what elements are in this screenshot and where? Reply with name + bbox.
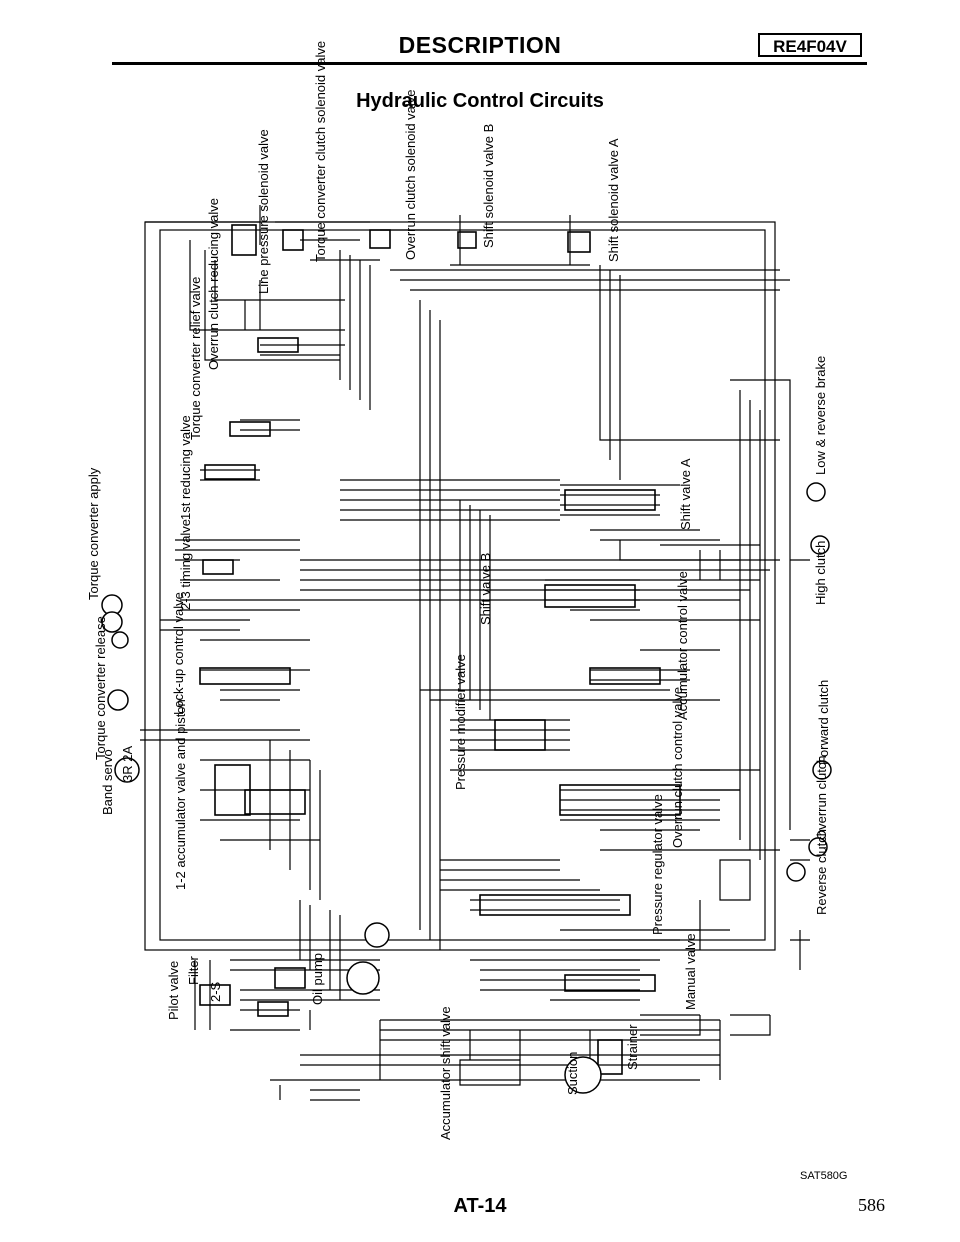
label-shift-valve-b: Shift valve B xyxy=(478,553,493,625)
page-label: AT-14 xyxy=(453,1195,507,1217)
label-band-servo: Band servo xyxy=(100,749,115,815)
label-low-reverse-brake: Low & reverse brake xyxy=(813,356,828,475)
label-suction: Suction xyxy=(565,1052,580,1095)
section-subtitle: Hydraulic Control Circuits xyxy=(356,90,604,112)
label-pressure-modifier: Pressure modifier valve xyxy=(453,654,468,790)
band-servo-tag: 3R 2A xyxy=(120,746,135,782)
label-line-pressure-solenoid: Line pressure solenoid valve xyxy=(256,129,271,294)
label-pilot-valve: Pilot valve xyxy=(166,961,181,1020)
model-code-badge: RE4F04V xyxy=(758,33,862,57)
label-torque-converter-clutch-solenoid: Torque converter clutch solenoid valve xyxy=(313,41,328,262)
label-first-reducing: 1st reducing valve xyxy=(178,415,193,520)
label-one-two-accumulator: 1-2 accumulator valve and piston xyxy=(173,699,188,890)
label-torque-converter-release: Torque converter release xyxy=(93,616,108,760)
figure-code: SAT580G xyxy=(800,1170,848,1182)
label-oil-pump: Oil pump xyxy=(310,953,325,1005)
label-overrun-clutch-reducing: Overrun clutch reducing valve xyxy=(206,198,221,370)
label-torque-converter-relief: Torque converter relief valve xyxy=(188,277,203,440)
label-shift-solenoid-a: Shift solenoid valve A xyxy=(606,138,621,262)
label-filter: Filter xyxy=(186,955,201,985)
circuit-lines xyxy=(140,205,810,1101)
label-forward-clutch: Forward clutch xyxy=(816,680,831,765)
label-high-clutch: High clutch xyxy=(813,541,828,605)
valve-bodies xyxy=(199,224,681,1075)
pilot-valve-tag: 2-S xyxy=(208,981,223,1002)
page-number: 586 xyxy=(858,1195,885,1215)
label-reverse-clutch: Reverse clutch xyxy=(814,829,829,915)
label-lockup-control: Lock-up control valve xyxy=(171,592,186,715)
actuator-symbols xyxy=(101,482,832,1094)
page-title: DESCRIPTION xyxy=(398,32,562,58)
label-accumulator-shift: Accumulator shift valve xyxy=(438,1006,453,1140)
component-labels: Line pressure solenoid valve Torque conv… xyxy=(86,41,831,1140)
label-two-three-timing: 2-3 timing valve xyxy=(178,519,193,610)
header-rule xyxy=(112,62,867,65)
label-overrun-clutch-control: Overrun clutch control valve xyxy=(670,687,685,848)
label-accumulator-control: Accumulator control valve xyxy=(675,571,690,720)
label-strainer: Strainer xyxy=(625,1024,640,1070)
label-pressure-regulator: Pressure regulator valve xyxy=(650,794,665,935)
label-manual-valve: Manual valve xyxy=(683,933,698,1010)
label-overrun-clutch: Overrun clutch xyxy=(814,755,829,840)
label-torque-converter-apply: Torque converter apply xyxy=(86,467,101,600)
label-overrun-clutch-solenoid: Overrun clutch solenoid valve xyxy=(403,89,418,260)
label-shift-valve-a: Shift valve A xyxy=(678,458,693,530)
label-shift-solenoid-b: Shift solenoid valve B xyxy=(481,124,496,248)
